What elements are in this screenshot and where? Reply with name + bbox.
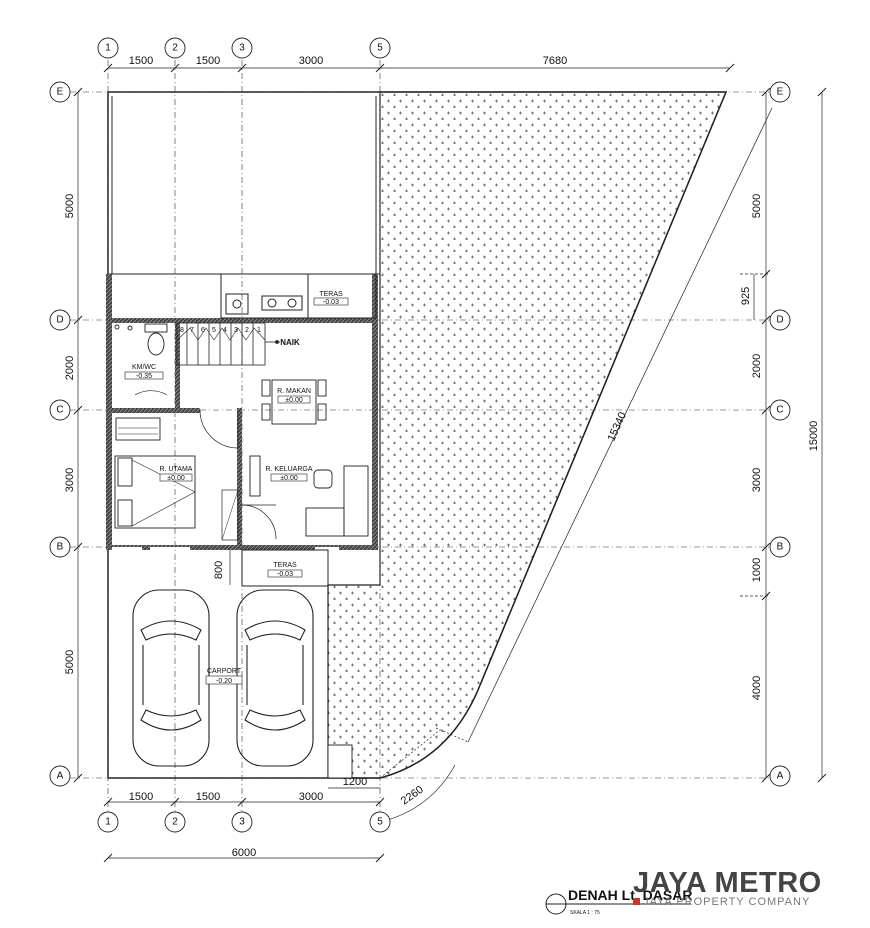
grid-col-labels-bottom: 1 2 3 5 [105, 817, 383, 828]
drawing-scale: SKALA 1 : 75 [570, 910, 600, 916]
dim-bottom-2: 1500 [196, 791, 220, 803]
stair-step-6: 6 [201, 327, 205, 334]
brand-watermark: JAYA METRO JAYA PROPERTY COMPANY [633, 868, 858, 908]
teras-front-level: -0.03 [277, 571, 293, 578]
dim-left-3: 3000 [64, 468, 76, 492]
grid-row-right-c: C [776, 405, 783, 416]
car-left [132, 589, 210, 767]
carport-name: CARPORT [207, 668, 242, 675]
toilet-fixtures [114, 323, 168, 396]
stair-step-2: 2 [245, 327, 249, 334]
grid-col-labels-top: 1 2 3 5 [105, 43, 383, 54]
keluarga-level: ±0.00 [280, 475, 298, 482]
dim-texts-top: 1500 1500 3000 7680 [129, 55, 567, 67]
dim-right-2: 2000 [751, 354, 763, 378]
stair-step-3: 3 [234, 327, 238, 334]
grid-col-top-5: 5 [377, 43, 383, 54]
dim-right-4000: 4000 [751, 676, 763, 700]
dim-left-2: 2000 [64, 356, 76, 380]
grid-row-right-e: E [777, 87, 784, 98]
teras-rear-level: -0.03 [323, 299, 339, 306]
dim-bottom-1: 1500 [129, 791, 153, 803]
dim-1200: 1200 [343, 776, 367, 788]
grid-row-left-c: C [56, 405, 63, 416]
dim-texts-left: 5000 2000 3000 800 5000 [64, 194, 225, 674]
dim-total-right: 15000 [808, 421, 820, 452]
kmwc-level: -0.35 [136, 373, 152, 380]
grid-row-left-d: D [56, 315, 63, 326]
grid-row-labels-right: E D C B A [776, 87, 783, 782]
grid-bubbles-top [49, 37, 791, 833]
dim-bottom-3: 3000 [299, 791, 323, 803]
grid-col-bottom-5: 5 [377, 817, 383, 828]
grid-row-labels-left: E D C B A [56, 87, 63, 782]
grid-col-top-1: 1 [105, 43, 111, 54]
dim-diagonal: 15340 [606, 410, 629, 443]
dimension-lines [77, 67, 823, 859]
stair-step-8: 8 [180, 327, 184, 334]
dim-right-1: 5000 [751, 194, 763, 218]
carport-level: -0.20 [216, 678, 232, 685]
dim-left-5: 5000 [64, 650, 76, 674]
grid-col-top-3: 3 [239, 43, 245, 54]
dim-right-1000: 1000 [751, 558, 763, 582]
rear-kitchen [220, 273, 377, 319]
grid-row-left-a: A [57, 771, 64, 782]
doors [199, 409, 277, 541]
sofa-set [249, 455, 369, 537]
dim-right-3: 3000 [751, 468, 763, 492]
brand-name: JAYA METRO [633, 867, 822, 899]
grid-col-bottom-1: 1 [105, 817, 111, 828]
makan-name: R. MAKAN [277, 388, 311, 395]
rear-yard [107, 91, 381, 275]
stair-step-numbers: 8 7 6 5 4 3 2 1 [180, 327, 261, 334]
dining-table [261, 379, 327, 425]
utama-level: ±0.00 [167, 475, 185, 482]
dim-left-1: 5000 [64, 194, 76, 218]
dim-right-925: 925 [740, 287, 752, 305]
stair-step-1: 1 [257, 327, 261, 334]
front-terrace [241, 549, 329, 587]
stair-step-4: 4 [223, 327, 227, 334]
brand-subtitle: JAYA PROPERTY COMPANY [633, 896, 858, 908]
drawing-title-block: DENAH Lt. DASAR SKALA 1 : 75 [545, 887, 692, 916]
grid-col-bottom-3: 3 [239, 817, 245, 828]
keluarga-name: R. KELUARGA [265, 466, 312, 473]
stair-naik-label: NAIK [280, 338, 300, 347]
brand-square-icon [633, 898, 640, 905]
dim-top-3: 3000 [299, 55, 323, 67]
dimension-ticks [73, 63, 827, 863]
dim-2260: 2260 [399, 784, 426, 808]
house-walls [106, 274, 378, 550]
makan-level: ±0.00 [285, 397, 303, 404]
teras-front-name: TERAS [273, 562, 297, 569]
room-labels: TERAS -0.03 KM/WC -0.35 R. MAKAN ±0.00 R… [124, 291, 349, 685]
brand-subtitle-text: JAYA PROPERTY COMPANY [643, 896, 811, 908]
grid-col-top-2: 2 [172, 43, 178, 54]
kmwc-name: KM/WC [132, 364, 156, 371]
staircase [176, 322, 280, 366]
grid-row-left-e: E [57, 87, 64, 98]
teras-rear-name: TERAS [319, 291, 343, 298]
stair-step-5: 5 [212, 327, 216, 334]
dim-total-bottom: 6000 [232, 847, 256, 859]
grid-col-bottom-2: 2 [172, 817, 178, 828]
drawing-title: DENAH Lt. DASAR [568, 887, 692, 903]
utama-name: R. UTAMA [160, 466, 193, 473]
dim-top-4: 7680 [543, 55, 567, 67]
grid-lines [70, 60, 770, 812]
bed [114, 417, 196, 529]
grid-row-right-b: B [777, 542, 784, 553]
garden-area [327, 91, 727, 779]
grid-row-right-a: A [777, 771, 784, 782]
dim-top-1: 1500 [129, 55, 153, 67]
car-right [236, 589, 314, 767]
dim-left-800: 800 [213, 561, 225, 579]
grid-row-right-d: D [776, 315, 783, 326]
grid-row-left-b: B [57, 542, 64, 553]
dim-top-2: 1500 [196, 55, 220, 67]
stair-step-7: 7 [190, 327, 194, 334]
